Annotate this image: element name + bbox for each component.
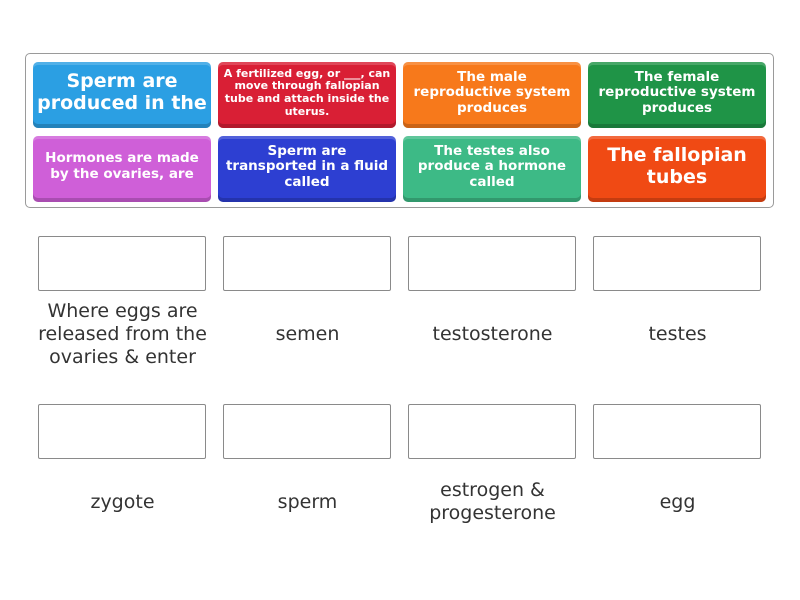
target-label: semen	[275, 322, 340, 345]
drop-zone[interactable]	[408, 404, 576, 459]
draggable-tile[interactable]: Sperm are produced in the	[33, 62, 211, 128]
draggable-tile[interactable]: A fertilized egg, or ___, can move throu…	[218, 62, 396, 128]
tile-text: Sperm are transported in a fluid called	[225, 142, 389, 190]
tile-text: A fertilized egg, or ___, can move throu…	[223, 66, 391, 118]
draggable-tile[interactable]: Sperm are transported in a fluid called	[218, 136, 396, 202]
draggable-tile[interactable]: Hormones are made by the ovaries, are	[33, 136, 211, 202]
draggable-tile[interactable]: The male reproductive system produces	[403, 62, 581, 128]
target-label: testes	[648, 322, 707, 345]
tile-text: The fallopian tubes	[607, 144, 747, 188]
drop-zone[interactable]	[408, 236, 576, 291]
tile-text: The male reproductive system produces	[413, 68, 571, 116]
target-label: estrogen & progesterone	[429, 479, 556, 524]
target-label: egg	[659, 490, 696, 513]
target-label: zygote	[90, 490, 155, 513]
drop-zone[interactable]	[593, 404, 761, 459]
draggable-tile[interactable]: The fallopian tubes	[588, 136, 766, 202]
tile-text: Sperm are produced in the	[37, 70, 207, 114]
drop-zone[interactable]	[38, 404, 206, 459]
tile-text: Hormones are made by the ovaries, are	[45, 150, 199, 182]
drop-zone[interactable]	[223, 236, 391, 291]
target-label: Where eggs are released from the ovaries…	[38, 299, 207, 368]
draggable-tile[interactable]: The female reproductive system produces	[588, 62, 766, 128]
target-label: testosterone	[432, 322, 553, 345]
target-label: sperm	[277, 490, 338, 513]
drop-zone[interactable]	[593, 236, 761, 291]
tile-text: The female reproductive system produces	[598, 68, 756, 116]
tile-text: The testes also produce a hormone called	[417, 142, 567, 190]
drop-zone[interactable]	[223, 404, 391, 459]
drop-zone[interactable]	[38, 236, 206, 291]
draggable-tile[interactable]: The testes also produce a hormone called	[403, 136, 581, 202]
